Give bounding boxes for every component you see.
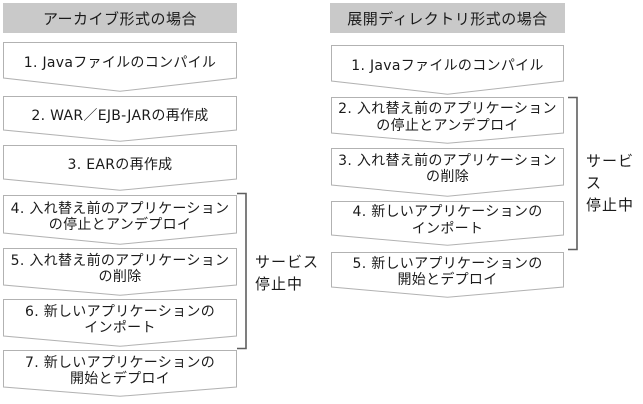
chevron-shape [3, 248, 237, 296]
step-label: 5. 入れ替え前のアプリケーション の削除 [10, 252, 230, 286]
service-stopped-label-left: サービス 停止中 [255, 253, 320, 293]
bracket-shape [568, 96, 578, 251]
directory-step-5: 5. 新しいアプリケーションの 開始とデプロイ [331, 252, 564, 298]
archive-format-title: アーカイブ形式の場合 [3, 3, 237, 33]
directory-step-2: 2. 入れ替え前のアプリケーション の停止とアンデプロイ [331, 97, 564, 144]
chevron-shape [3, 195, 237, 245]
archive-step-4: 4. 入れ替え前のアプリケーション の停止とアンデプロイ [3, 195, 237, 245]
step-label: 1. Javaファイルのコンパイル [351, 57, 544, 74]
chevron-shape [331, 201, 564, 246]
chevron-shape [3, 145, 237, 191]
step-label: 6. 新しいアプリケーションの インポート [24, 303, 216, 337]
archive-step-3: 3. EARの再作成 [3, 145, 237, 191]
archive-step-6: 6. 新しいアプリケーションの インポート [3, 299, 237, 347]
directory-format-title: 展開ディレクトリ形式の場合 [330, 3, 565, 33]
chevron-shape [3, 42, 237, 92]
chevron-shape [331, 97, 564, 144]
bracket-shape [237, 192, 247, 350]
archive-step-7: 7. 新しいアプリケーションの 開始とデプロイ [3, 350, 237, 397]
step-label: 5. 新しいアプリケーションの 開始とデプロイ [352, 255, 543, 289]
directory-step-4: 4. 新しいアプリケーションの インポート [331, 201, 564, 246]
step-label: 3. EARの再作成 [67, 156, 173, 173]
chevron-shape [3, 299, 237, 347]
directory-step-3: 3. 入れ替え前のアプリケーション の削除 [331, 148, 564, 197]
step-label: 2. 入れ替え前のアプリケーション の停止とアンデプロイ [338, 101, 557, 134]
chevron-shape [331, 148, 564, 197]
chevron-shape [3, 350, 237, 397]
archive-step-1: 1. Javaファイルのコンパイル [3, 42, 237, 92]
step-label: 7. 新しいアプリケーションの 開始とデプロイ [24, 354, 216, 388]
service-stopped-bracket-right [567, 96, 579, 251]
chevron-shape [331, 45, 564, 95]
step-label: 4. 新しいアプリケーションの インポート [352, 204, 543, 237]
step-label: 1. Javaファイルのコンパイル [23, 54, 217, 71]
service-stopped-label-right: サービス 停止中 [586, 152, 635, 214]
step-label: 2. WAR／EJB-JARの再作成 [31, 107, 209, 124]
archive-step-2: 2. WAR／EJB-JARの再作成 [3, 96, 237, 142]
directory-step-1: 1. Javaファイルのコンパイル [331, 45, 564, 95]
service-stopped-bracket-left [236, 192, 248, 350]
archive-step-5: 5. 入れ替え前のアプリケーション の削除 [3, 248, 237, 296]
step-label: 3. 入れ替え前のアプリケーション の削除 [338, 152, 557, 186]
chevron-shape [331, 252, 564, 298]
chevron-shape [3, 96, 237, 142]
step-label: 4. 入れ替え前のアプリケーション の停止とアンデプロイ [10, 200, 230, 234]
